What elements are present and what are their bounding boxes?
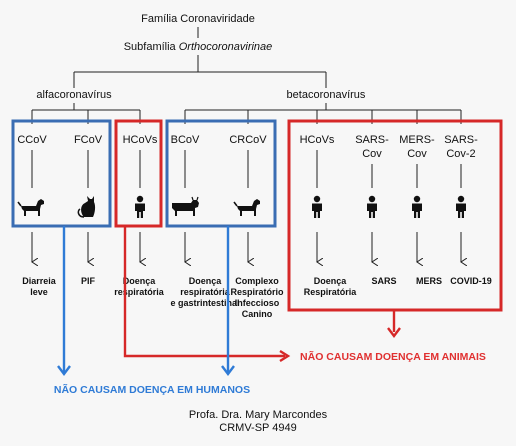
virus-name: CCoV	[17, 134, 47, 146]
dog-icon	[17, 198, 45, 217]
cat-icon	[77, 195, 96, 218]
virus-name: SARS-	[355, 134, 389, 146]
human-icon	[312, 195, 322, 218]
human-icon	[367, 195, 377, 218]
outcome-label: Infeccioso	[235, 298, 280, 308]
virus-name-line2: Cov	[362, 148, 382, 160]
virus-columns: CCoVDiarreialeveFCoVPIFHCoVsDoençarespir…	[17, 134, 492, 319]
subfamily-label: Subfamília Orthocoronavirinae	[124, 41, 273, 53]
red-arrowhead	[279, 349, 291, 363]
subfamily-name: Orthocoronavirinae	[179, 41, 273, 53]
blue-arrowhead	[221, 365, 235, 376]
genus-alpha-label: alfacoronavírus	[36, 89, 112, 101]
virus-name: SARS-	[444, 134, 478, 146]
outcome-label: e gastrintestinal	[170, 298, 239, 308]
credit-name: Profa. Dra. Mary Marcondes	[189, 409, 328, 421]
virus-name: MERS-	[399, 134, 435, 146]
outcome-label: Diarreia	[22, 276, 57, 286]
virus-name-line2: Cov	[407, 148, 427, 160]
red-arrow-humans-path	[123, 226, 285, 358]
red-arrowhead	[387, 327, 401, 338]
outcome-label: Doença	[189, 276, 223, 286]
genus-beta-label: betacoronavírus	[287, 89, 366, 101]
alpha-animal-box	[11, 119, 112, 228]
human-icon	[456, 195, 466, 218]
human-icon	[412, 195, 422, 218]
callout-humans: NÃO CAUSAM DOENÇA EM HUMANOS	[54, 383, 250, 396]
alpha-human-box	[114, 119, 163, 228]
outcome-label: respiratória	[180, 287, 231, 297]
virus-name: FCoV	[74, 134, 103, 146]
outcome-label: Complexo	[235, 276, 279, 286]
family-label: Família Coronaviridade	[141, 13, 255, 25]
outcome-label: leve	[30, 287, 48, 297]
callout-animals: NÃO CAUSAM DOENÇA EM ANIMAIS	[300, 350, 486, 363]
outcome-label: SARS	[371, 276, 396, 286]
outcome-label: Doença	[314, 276, 348, 286]
outcome-label: respiratória	[114, 287, 165, 297]
outcome-label: Doença	[123, 276, 157, 286]
outcome-label: PIF	[81, 276, 96, 286]
virus-name: HCoVs	[300, 134, 335, 146]
virus-name-line2: Cov-2	[446, 148, 475, 160]
outcome-label: Respiratória	[304, 287, 358, 297]
credit-crmv: CRMV-SP 4949	[219, 422, 296, 434]
virus-name: HCoVs	[123, 134, 158, 146]
human-icon	[135, 195, 145, 218]
blue-arrowhead	[57, 365, 71, 376]
beta-animal-box	[165, 119, 277, 228]
outcome-label: Canino	[242, 309, 273, 319]
dog-icon	[233, 198, 261, 217]
outcome-label: COVID-19	[450, 276, 492, 286]
virus-name: CRCoV	[229, 134, 267, 146]
outcome-label: MERS	[416, 276, 442, 286]
outcome-label: Respiratório	[230, 287, 284, 297]
cow-icon	[171, 196, 200, 217]
subfamily-prefix: Subfamília	[124, 41, 179, 53]
virus-name: BCoV	[171, 134, 200, 146]
